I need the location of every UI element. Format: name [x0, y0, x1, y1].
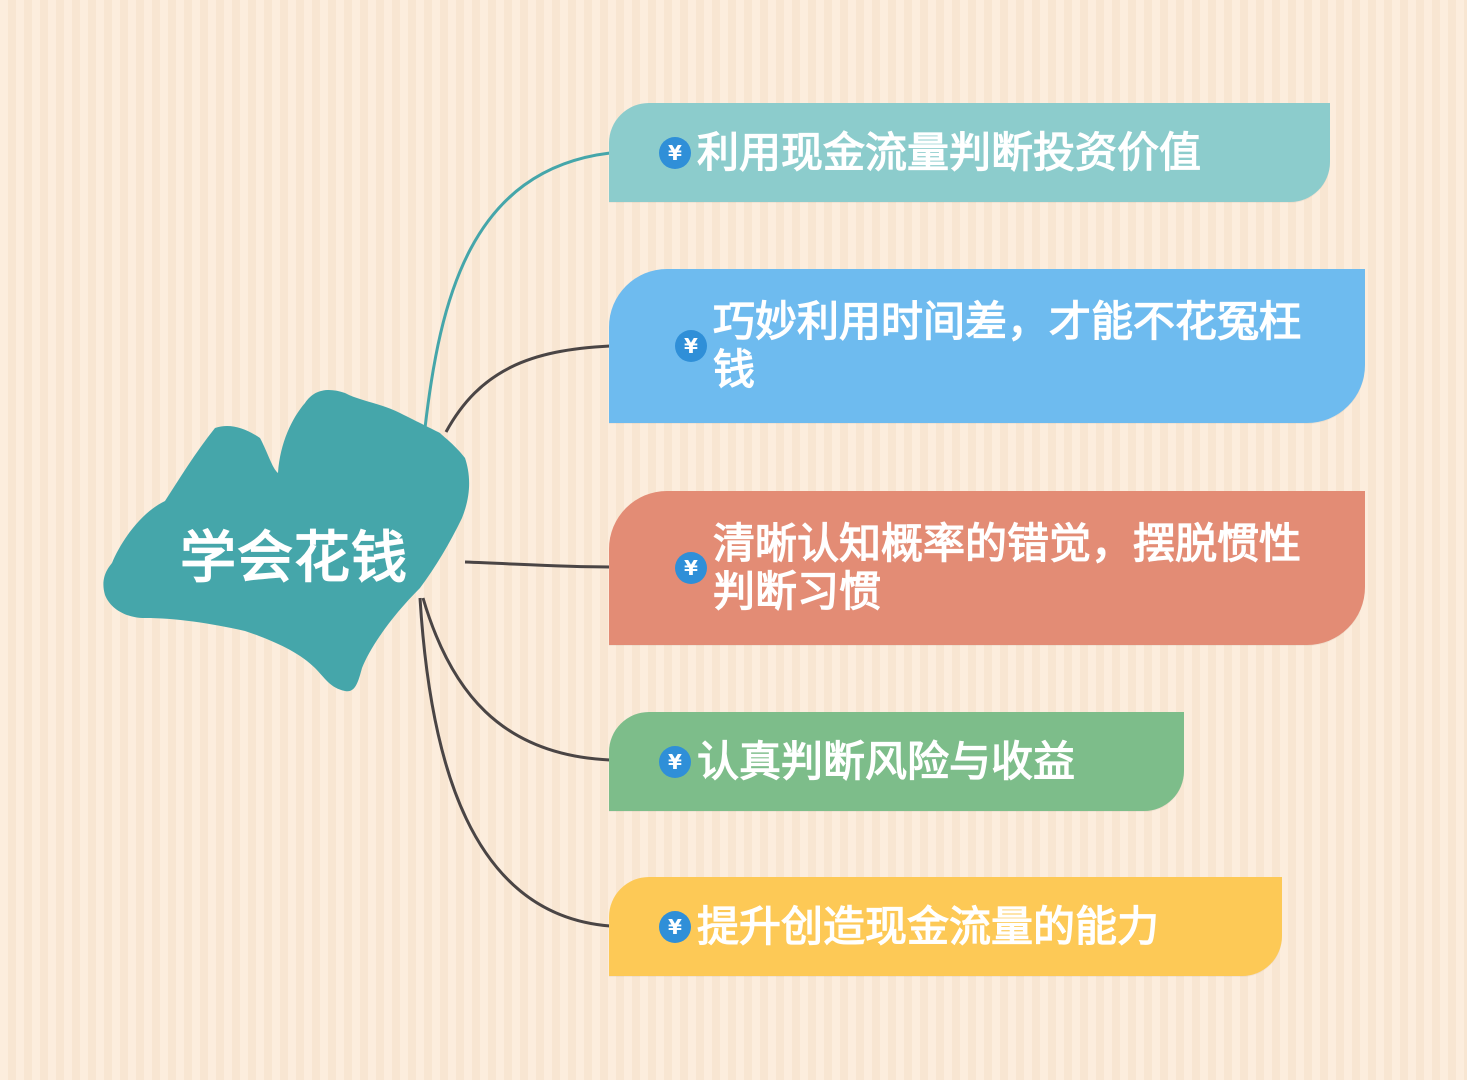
yen-coin-icon: ¥ [659, 745, 691, 778]
branch-label: 清晰认知概率的错觉，摆脱惯性判断习惯 [713, 519, 1302, 616]
connector-branch-5 [418, 597, 611, 928]
connector-branch-1 [423, 151, 611, 429]
branch-label: 巧妙利用时间差，才能不花冤枉钱 [713, 297, 1302, 394]
branch-node-risk-return[interactable]: ¥ 认真判断风险与收益 [609, 712, 1184, 811]
connector-branch-2 [444, 344, 611, 433]
yen-coin-icon: ¥ [659, 136, 691, 169]
branch-label: 认真判断风险与收益 [697, 736, 1076, 786]
root-label: 学会花钱 [180, 526, 408, 591]
ginkgo-leaf-shape [103, 390, 470, 692]
branch-node-probability-illusion[interactable]: ¥ 清晰认知概率的错觉，摆脱惯性判断习惯 [609, 491, 1365, 645]
branch-node-create-cash-flow[interactable]: ¥ 提升创造现金流量的能力 [609, 877, 1282, 976]
yen-coin-icon: ¥ [675, 330, 707, 362]
branch-label: 利用现金流量判断投资价值 [697, 127, 1202, 177]
yen-coin-icon: ¥ [659, 910, 691, 943]
connector-branch-4 [421, 597, 611, 762]
branch-node-cash-flow-value[interactable]: ¥ 利用现金流量判断投资价值 [609, 103, 1330, 202]
branch-node-time-difference[interactable]: ¥ 巧妙利用时间差，才能不花冤枉钱 [609, 269, 1365, 423]
yen-coin-icon: ¥ [675, 552, 707, 584]
branch-label: 提升创造现金流量的能力 [697, 901, 1160, 951]
connector-branch-3 [464, 560, 611, 569]
root-node[interactable]: 学会花钱 [100, 383, 475, 695]
